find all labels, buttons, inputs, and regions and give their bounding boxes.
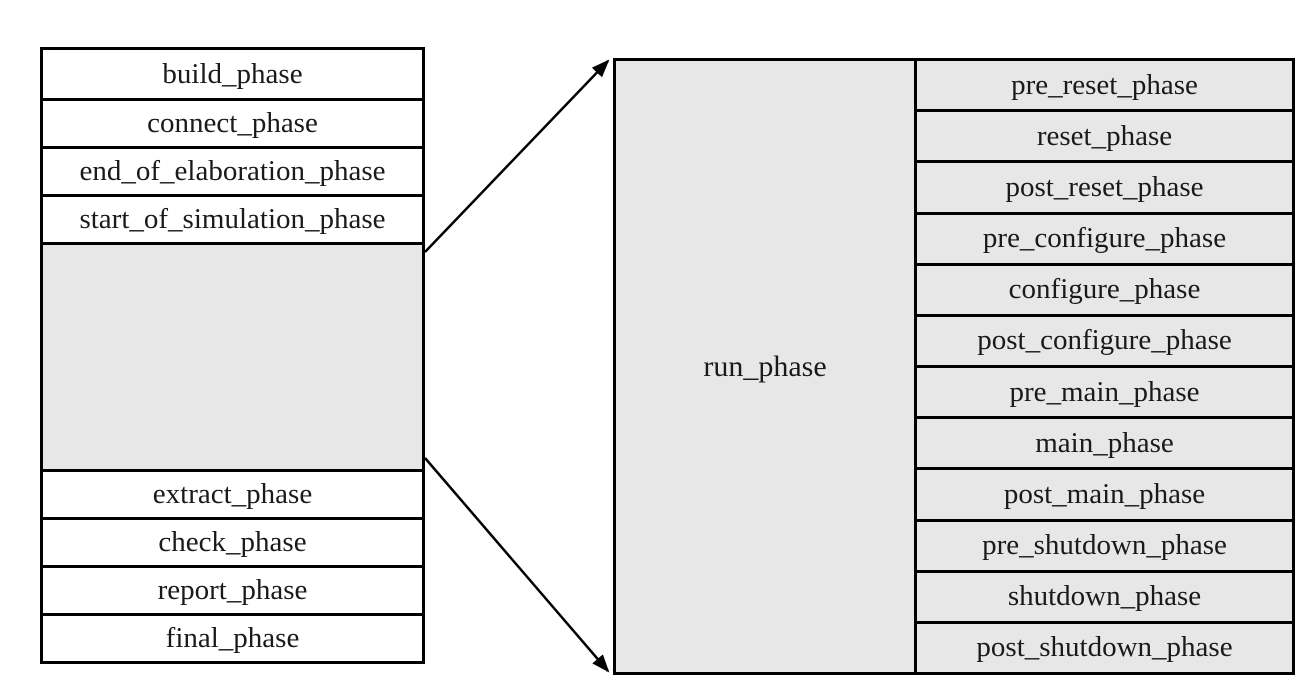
sub-phase-cell: pre_shutdown_phase <box>917 518 1292 570</box>
run-phase-cell: run_phase <box>616 61 917 672</box>
run-phase-slot <box>43 242 422 469</box>
phase-cell: end_of_elaboration_phase <box>43 146 422 194</box>
phase-cell: check_phase <box>43 517 422 565</box>
sub-phase-cell: configure_phase <box>917 262 1292 314</box>
expansion-arrow-top <box>424 59 610 253</box>
sub-phase-cell: pre_reset_phase <box>917 61 1292 110</box>
sub-phase-cell: reset_phase <box>917 109 1292 161</box>
phase-cell: start_of_simulation_phase <box>43 194 422 242</box>
sub-phase-cell: shutdown_phase <box>917 569 1292 621</box>
phase-cell: build_phase <box>43 50 422 98</box>
sub-phase-cell: post_main_phase <box>917 467 1292 519</box>
sub-phase-cell: main_phase <box>917 416 1292 468</box>
sub-phase-cell: post_reset_phase <box>917 160 1292 212</box>
phase-cell: connect_phase <box>43 98 422 146</box>
sub-phase-cell: pre_configure_phase <box>917 211 1292 263</box>
phase-cell: report_phase <box>43 565 422 613</box>
sub-phase-cell: post_configure_phase <box>917 313 1292 366</box>
sub-phase-cell: pre_main_phase <box>917 365 1292 417</box>
sub-phase-cell: post_shutdown_phase <box>917 620 1292 673</box>
phase-cell: extract_phase <box>43 469 422 517</box>
phase-cell: final_phase <box>43 613 422 661</box>
expansion-arrow-bottom <box>424 457 610 673</box>
